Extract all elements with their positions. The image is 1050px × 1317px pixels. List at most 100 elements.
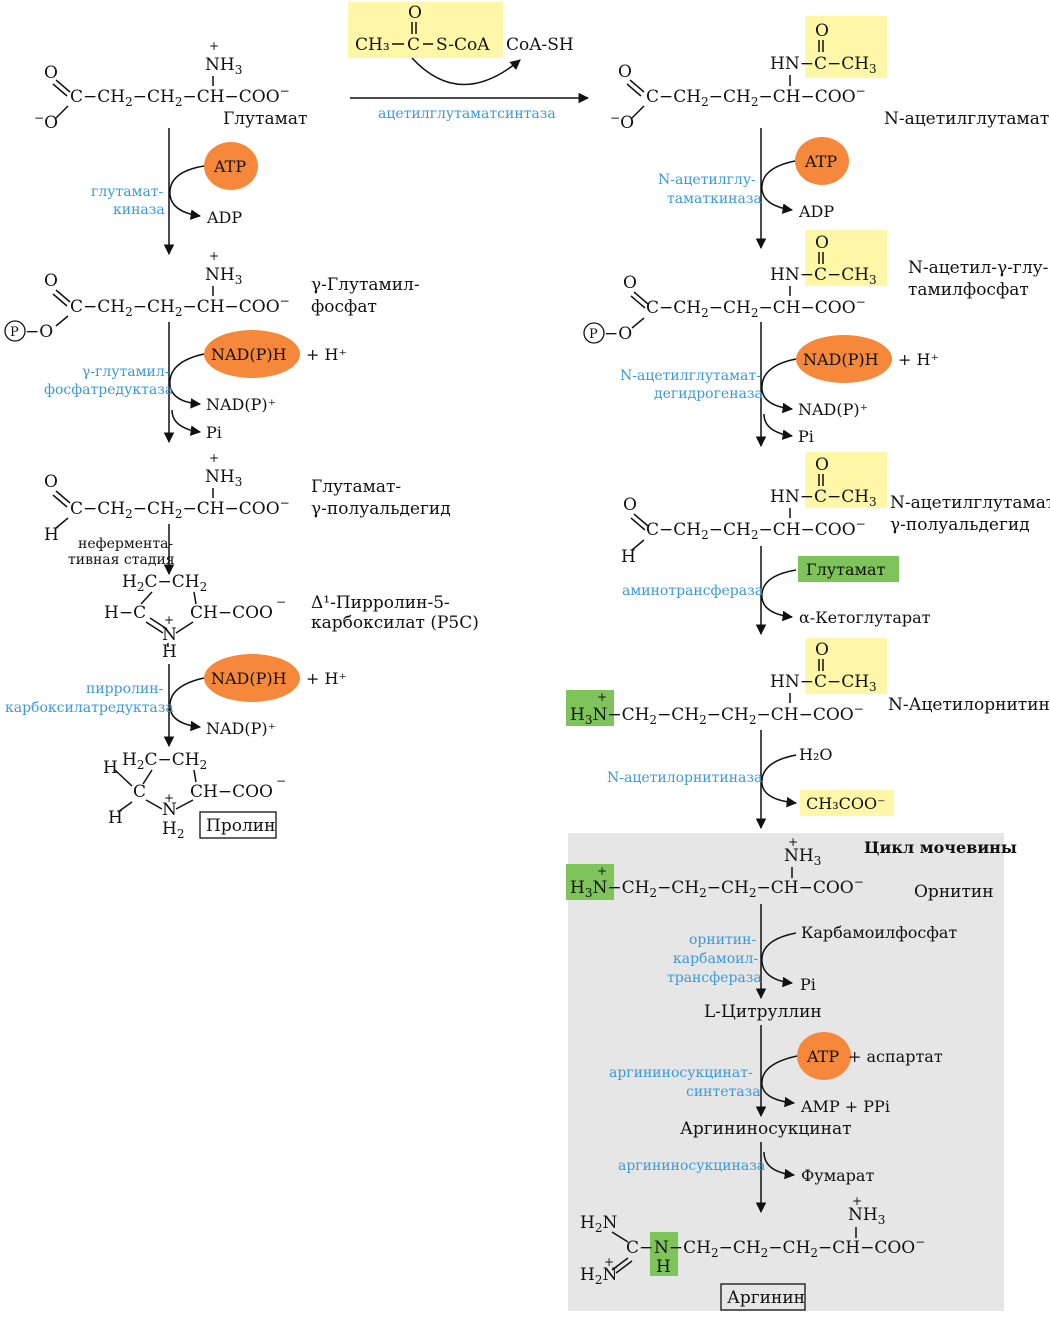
carbamoyl-phosphate-label: Карбамоилфосфат	[801, 923, 957, 942]
svg-text:H: H	[621, 547, 636, 567]
adp-label-2: ADP	[798, 202, 834, 221]
proline-label: Пролин	[206, 816, 275, 836]
proline-box	[199, 811, 277, 839]
svg-text:+: +	[164, 613, 174, 627]
svg-text:O: O	[815, 21, 829, 41]
svg-text:+: +	[209, 249, 219, 263]
fumarate-label: Фумарат	[801, 1166, 874, 1185]
h-plus-label-1: + H⁺	[306, 345, 347, 364]
svg-text:C−CH2−CH2−CH−COO−: C−CH2−CH2−CH−COO−	[70, 84, 290, 109]
adp-label-1: ADP	[206, 208, 242, 227]
enzyme-nag-dh-1: N-ацетилглутамат-	[620, 368, 761, 384]
svg-text:+: +	[209, 39, 219, 53]
ornithine-label: Орнитин	[914, 882, 994, 902]
svg-text:HN−C−CH3: HN−C−CH3	[770, 487, 877, 509]
nadph-label-1: NAD(P)H	[211, 345, 287, 364]
alpha-ketoglutarate-label: α-Кетоглутарат	[799, 608, 931, 627]
enzyme-ggp-reductase-1: γ-глутамил-	[82, 364, 170, 380]
atp-curve-3	[761, 1055, 798, 1108]
glutamate-semialdehyde-structure: + NH3 O C−CH2−CH2−CH−COO− H	[44, 451, 290, 545]
svg-text:+: +	[209, 451, 219, 465]
acetyl-c: C	[407, 35, 420, 55]
enzyme-oct-3: трансфераза	[667, 970, 762, 986]
atp-ellipse-2	[795, 137, 849, 185]
svg-text:P: P	[10, 325, 19, 340]
svg-text:+: +	[597, 864, 607, 878]
pi-label-2: Pi	[798, 427, 814, 446]
svg-text:CH−COO: CH−COO	[190, 782, 273, 802]
acetyl-transfer-arrow	[411, 57, 521, 86]
acetyl-scoa: S-CoA	[436, 35, 490, 55]
glutamate-cosubstrate: Глутамат	[806, 560, 886, 579]
gamma-glutamyl-phosphate-structure: + NH3 O C−CH2−CH2−CH−COO− P −O	[4, 249, 290, 342]
svg-text:H: H	[162, 642, 177, 662]
svg-text:C−CH2−CH2−CH−COO−: C−CH2−CH2−CH−COO−	[646, 517, 866, 542]
svg-text:O: O	[408, 3, 422, 23]
atp-label-1: ATP	[213, 157, 246, 176]
urea-cycle-title: Цикл мочевины	[864, 838, 1017, 857]
amino-highlight-3	[650, 1232, 678, 1276]
n-acetyl-ggp-label-2: тамилфосфат	[908, 280, 1029, 300]
enzyme-glutamate-kinase-2: киназа	[113, 202, 165, 218]
n-acetylornithine-structure: O HN−C−CH3 + H3N−CH2−CH2−CH2−CH−COO−	[570, 640, 877, 727]
nadp-label-1: NAD(P)⁺	[206, 395, 276, 414]
svg-text:P: P	[589, 327, 598, 342]
svg-text:O: O	[815, 455, 829, 475]
n-acetylglutamate-label: N-ацетилглутамат	[884, 109, 1049, 129]
n-acetyl-gsa-label-2: γ-полуальдегид	[890, 515, 1030, 535]
enzyme-nag-kinase-2: таматкиназа	[667, 191, 762, 207]
svg-text:O: O	[623, 273, 637, 293]
svg-text:O: O	[44, 472, 58, 492]
n-acetylglutamate-structure: O HN−C−CH3 O C−CH2−CH2−CH−COO− −O	[610, 21, 877, 133]
acetate-label: CH₃COO⁻	[806, 794, 886, 813]
h-plus-label-3: + H⁺	[898, 350, 939, 369]
enzyme-oct-2: карбамоил-	[673, 951, 758, 967]
svg-text:H2C−CH2: H2C−CH2	[122, 572, 207, 594]
svg-text:N: N	[162, 625, 177, 645]
svg-text:H: H	[108, 808, 123, 828]
glutamate-cosubstrate-highlight	[798, 556, 899, 582]
atp-label-2: ATP	[804, 152, 837, 171]
svg-text:C−: C−	[626, 1238, 653, 1258]
atp-ellipse-3	[797, 1032, 851, 1080]
acetyl-coa: O CH₃ C S-CoA	[355, 3, 490, 55]
nadph-curve-2	[169, 677, 205, 732]
svg-text:C: C	[133, 782, 146, 802]
svg-text:H: H	[103, 758, 118, 778]
svg-text:H: H	[656, 1257, 671, 1277]
p5c-label-1: Δ¹-Пирролин-5-	[311, 593, 450, 613]
pi-label-1: Pi	[206, 423, 222, 442]
svg-text:H2C−CH2: H2C−CH2	[122, 750, 207, 772]
svg-text:−O: −O	[610, 111, 634, 133]
svg-text:+: +	[597, 690, 607, 704]
urea-cycle-panel	[568, 833, 1004, 1311]
hydrolysis-curve	[761, 754, 798, 808]
amino-highlight-2	[566, 864, 614, 900]
svg-text:NH3: NH3	[784, 846, 821, 868]
amino-highlight-1	[566, 690, 614, 726]
svg-text:H2N: H2N	[580, 1213, 617, 1235]
svg-text:C−CH2−CH2−CH−COO−: C−CH2−CH2−CH−COO−	[646, 84, 866, 109]
nadph-curve-3	[761, 358, 797, 414]
arginine-box	[720, 1283, 806, 1311]
enzyme-glutamate-kinase-1: глутамат-	[91, 184, 164, 200]
svg-text:−: −	[276, 774, 286, 788]
enzyme-acetylglutamate-synthase: ацетилглутаматсинтаза	[378, 106, 556, 122]
n-acetyl-ggp-structure: O HN−C−CH3 O C−CH2−CH2−CH−COO− P −O	[583, 233, 877, 344]
svg-text:O: O	[815, 233, 829, 253]
gamma-glutamyl-phosphate-label-2: фосфат	[311, 297, 377, 317]
svg-text:H−C: H−C	[104, 603, 146, 623]
enzyme-pcr-2: карбоксилатредуктаза	[5, 700, 174, 716]
svg-text:HN−C−CH3: HN−C−CH3	[770, 672, 877, 694]
arginine-structure: + NH3 H2N C− N−CH2−CH2−CH2−CH−COO− H + H…	[580, 1194, 925, 1287]
acetyl-ch3: CH₃	[355, 35, 390, 55]
n-acetylornithine-label: N-Ацетилорнитин	[888, 695, 1050, 715]
nadph-ellipse-2	[204, 654, 300, 702]
glutamate-semialdehyde-label-2: γ-полуальдегид	[311, 499, 451, 519]
nadph-label-2: NAD(P)H	[211, 669, 287, 688]
svg-text:HN−C−CH3: HN−C−CH3	[770, 54, 877, 76]
water-label: H₂O	[799, 745, 832, 764]
p5c-label-2: карбоксилат (P5C)	[311, 613, 479, 633]
enzyme-argininosuccinase: аргининосукциназа	[618, 1158, 765, 1174]
svg-text:C−CH2−CH2−CH−COO−: C−CH2−CH2−CH−COO−	[646, 295, 866, 320]
